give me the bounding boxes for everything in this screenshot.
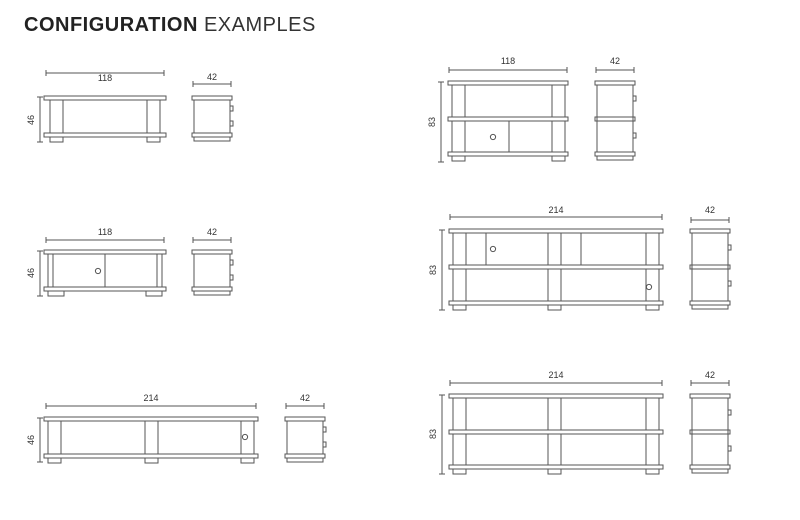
- height-label-c: 46: [26, 268, 36, 278]
- page-title: CONFIGURATION EXAMPLES: [24, 14, 316, 37]
- height-label-a: 46: [26, 115, 36, 125]
- width-label-d: 214: [548, 205, 563, 215]
- height-label-b: 83: [427, 117, 437, 127]
- front-view-f: 214 83: [428, 370, 664, 475]
- config-e: 214 46 42: [26, 393, 327, 464]
- depth-label-a: 42: [207, 72, 217, 82]
- width-label-f: 214: [548, 370, 563, 380]
- front-view-c: 118 46: [26, 227, 167, 297]
- config-b: 118 83 42: [427, 56, 637, 163]
- side-view-b: 42: [594, 56, 637, 161]
- side-view-a: 42: [191, 72, 234, 142]
- config-d: 214 83 42: [428, 205, 732, 311]
- height-label-d: 83: [428, 265, 438, 275]
- depth-label-c: 42: [207, 227, 217, 237]
- depth-label-e: 42: [300, 393, 310, 403]
- width-label-e: 214: [143, 393, 158, 403]
- front-view-e: 214 46: [26, 393, 259, 464]
- config-f: 214 83 42: [428, 370, 732, 475]
- width-label-a: 118: [98, 73, 112, 83]
- config-c: 118 46 42: [26, 227, 234, 297]
- width-label-c: 118: [98, 227, 112, 237]
- side-view-d: 42: [689, 205, 732, 310]
- depth-label-f: 42: [705, 370, 715, 380]
- height-label-f: 83: [428, 429, 438, 439]
- side-view-e: 42: [284, 393, 327, 463]
- height-label-e: 46: [26, 435, 36, 445]
- depth-label-d: 42: [705, 205, 715, 215]
- side-view-f: 42: [689, 370, 732, 474]
- side-view-c: 42: [191, 227, 234, 296]
- front-view-d: 214 83: [428, 205, 664, 311]
- front-view-a: 118 46: [26, 70, 167, 143]
- width-label-b: 118: [501, 56, 515, 66]
- depth-label-b: 42: [610, 56, 620, 66]
- title-bold: CONFIGURATION: [24, 14, 198, 36]
- front-view-b: 118 83: [427, 56, 569, 163]
- title-light: EXAMPLES: [203, 14, 316, 36]
- config-a: 118 46 42: [26, 70, 234, 143]
